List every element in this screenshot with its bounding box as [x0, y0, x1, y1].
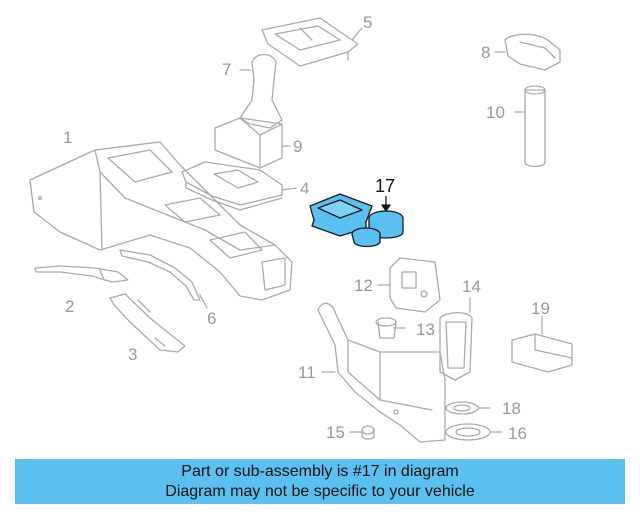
part-3-bracket — [109, 293, 186, 353]
callout-6: 6 — [207, 309, 217, 328]
banner-line-2: Diagram may not be specific to your vehi… — [165, 483, 475, 500]
callout-13: 13 — [416, 320, 435, 339]
part-6-trim-strip — [119, 249, 208, 309]
callout-16: 16 — [508, 424, 527, 443]
callout-19: 19 — [531, 299, 550, 318]
part-18-ring — [445, 401, 491, 415]
callout-4: 4 — [300, 179, 310, 198]
callout-7: 7 — [222, 60, 232, 79]
part-1-console — [29, 141, 293, 301]
part-14-lid — [439, 297, 473, 381]
info-banner: Part or sub-assembly is #17 in diagram D… — [15, 459, 625, 504]
part-4-shift-panel — [181, 161, 297, 211]
callout-1: 1 — [63, 128, 73, 147]
callout-14: 14 — [462, 277, 481, 296]
callout-8: 8 — [481, 43, 491, 62]
part-15-plug — [349, 425, 375, 440]
callout-5: 5 — [363, 13, 373, 32]
part-11-rear-console — [317, 302, 446, 443]
callout-15: 15 — [326, 423, 345, 442]
part-16-ring — [445, 423, 503, 441]
part-13-clip — [375, 317, 406, 339]
part-9-boot-base — [214, 117, 291, 169]
part-17-cup-holder[interactable] — [309, 193, 404, 248]
part-5-trim-plate — [261, 17, 363, 67]
callout-9: 9 — [293, 137, 303, 156]
banner-line-1: Part or sub-assembly is #17 in diagram — [181, 463, 459, 480]
part-12-bracket — [377, 257, 441, 313]
callout-10: 10 — [486, 103, 505, 122]
part-19-block — [511, 315, 573, 373]
callout-3: 3 — [128, 345, 138, 364]
callout-2: 2 — [65, 297, 75, 316]
callout-12: 12 — [354, 276, 373, 295]
parts-diagram — [29, 17, 573, 443]
callout-17: 17 — [375, 176, 396, 196]
part-7-shift-boot — [239, 53, 283, 129]
callout-18: 18 — [502, 399, 521, 418]
callout-11: 11 — [298, 363, 316, 382]
part-8-knob — [494, 33, 561, 71]
part-2-trim — [34, 265, 129, 283]
part-10-shaft — [514, 85, 546, 168]
